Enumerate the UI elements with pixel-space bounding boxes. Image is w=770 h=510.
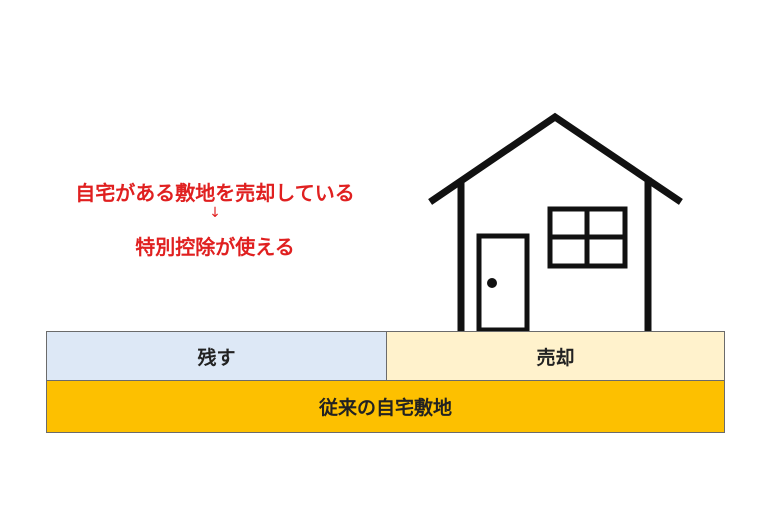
land-sell-label: 売却 (536, 346, 575, 369)
annotation-line-2: 特別控除が使える (135, 235, 295, 259)
land-keep-section: 残す (46, 331, 387, 381)
land-keep-label: 残す (197, 346, 236, 369)
land-sell-section: 売却 (386, 331, 725, 381)
annotation-line-1: 自宅がある敷地を売却している (75, 181, 355, 205)
original-land-label: 従来の自宅敷地 (318, 397, 452, 419)
house-roof (428, 112, 683, 205)
house-door (476, 233, 530, 333)
original-land-section: 従来の自宅敷地 (46, 380, 725, 433)
annotation-arrow: ↓ (209, 205, 221, 221)
house-door-knob (487, 278, 497, 288)
